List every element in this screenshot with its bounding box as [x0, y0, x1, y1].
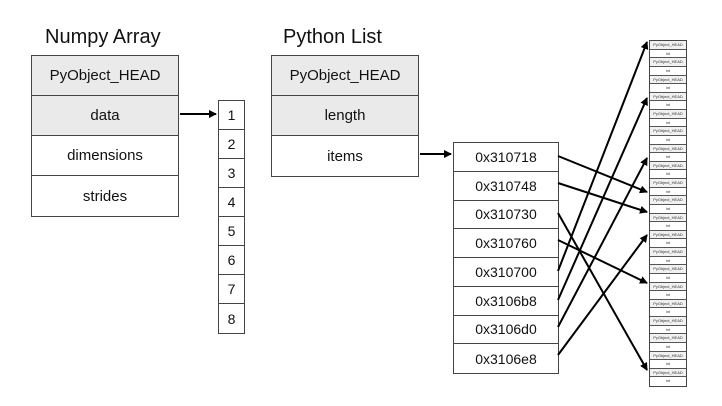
list-field-length: length — [272, 96, 418, 136]
object-value-cell: int — [650, 239, 686, 248]
pointer-cell: 0x310730 — [454, 200, 558, 230]
object-head-cell: PyObject_HEAD — [650, 110, 686, 119]
object-head-cell: PyObject_HEAD — [650, 299, 686, 309]
object-pointer-arrow — [557, 234, 648, 356]
object-pointer-arrow — [557, 155, 648, 194]
object-value-cell: int — [650, 360, 686, 369]
object-value-cell: int — [650, 308, 686, 317]
data-buffer-cell: 6 — [219, 246, 244, 275]
object-value-cell: int — [650, 84, 686, 93]
object-head-cell: PyObject_HEAD — [650, 127, 686, 136]
object-value-cell: int — [650, 291, 686, 300]
object-head-cell: PyObject_HEAD — [650, 317, 686, 326]
list-field-items: items — [272, 136, 418, 176]
data-buffer-cell: 4 — [219, 188, 244, 217]
object-value-cell: int — [650, 188, 686, 197]
object-value-cell: int — [650, 67, 686, 76]
object-head-cell: PyObject_HEAD — [650, 144, 686, 154]
object-value-cell: int — [650, 136, 686, 145]
data-buffer-cell: 7 — [219, 275, 244, 304]
pointer-cell: 0x310700 — [454, 258, 558, 287]
data-buffer-cell: 5 — [219, 217, 244, 246]
object-value-cell: int — [650, 257, 686, 266]
python-list-struct: PyObject_HEAD length items — [271, 55, 419, 177]
data-buffer-cell: 3 — [219, 159, 244, 188]
data-buffer-cell: 8 — [219, 304, 244, 333]
object-head-cell: PyObject_HEAD — [650, 248, 686, 257]
numpy-array-title: Numpy Array — [45, 26, 161, 48]
pointer-cell: 0x310760 — [454, 229, 558, 258]
data-buffer-cell: 1 — [219, 101, 244, 130]
object-head-cell: PyObject_HEAD — [650, 213, 686, 223]
object-pointer-arrow — [557, 182, 648, 214]
object-value-cell: int — [650, 153, 686, 162]
numpy-field-dimensions: dimensions — [32, 136, 178, 176]
object-pointer-arrow — [557, 97, 648, 301]
pointer-array: 0x310718 0x310748 0x310730 0x310760 0x31… — [453, 142, 559, 374]
numpy-field-strides: strides — [32, 176, 178, 216]
pointer-cell: 0x310718 — [454, 143, 558, 172]
object-pointer-arrow — [557, 239, 648, 284]
data-buffer-cell: 2 — [219, 130, 244, 159]
object-head-cell: PyObject_HEAD — [650, 92, 686, 102]
object-value-cell: int — [650, 343, 686, 352]
object-head-cell: PyObject_HEAD — [650, 161, 686, 171]
pointer-cell: 0x3106d0 — [454, 315, 558, 345]
object-head-cell: PyObject_HEAD — [650, 179, 686, 188]
numpy-field-pyobject-head: PyObject_HEAD — [32, 56, 178, 96]
object-value-cell: int — [650, 222, 686, 231]
numpy-array-struct: PyObject_HEAD data dimensions strides — [31, 55, 179, 217]
pointer-cell: 0x310748 — [454, 171, 558, 201]
pointer-cell: 0x3106e8 — [454, 344, 558, 373]
object-head-cell: PyObject_HEAD — [650, 351, 686, 361]
object-value-cell: int — [650, 50, 686, 59]
object-head-cell: PyObject_HEAD — [650, 196, 686, 205]
object-head-cell: PyObject_HEAD — [650, 282, 686, 292]
list-field-pyobject-head: PyObject_HEAD — [272, 56, 418, 96]
object-head-cell: PyObject_HEAD — [650, 75, 686, 85]
object-head-cell: PyObject_HEAD — [650, 265, 686, 274]
object-value-cell: int — [650, 274, 686, 283]
object-pointer-arrow — [557, 212, 648, 371]
numpy-field-data: data — [32, 96, 178, 136]
object-value-cell: int — [650, 170, 686, 179]
data-buffer: 1 2 3 4 5 6 7 8 — [218, 100, 245, 334]
object-head-cell: PyObject_HEAD — [650, 230, 686, 240]
pointer-cell: 0x3106b8 — [454, 286, 558, 316]
object-pointer-arrow — [557, 41, 649, 272]
object-head-cell: PyObject_HEAD — [650, 41, 686, 50]
object-pointer-arrow — [557, 157, 648, 328]
object-value-cell: int — [650, 326, 686, 335]
object-value-cell: int — [650, 119, 686, 128]
object-value-cell: int — [665, 378, 671, 384]
object-head-cell: PyObject_HEAD — [650, 58, 686, 67]
object-head-cell: PyObject_HEAD — [650, 334, 686, 343]
python-list-title: Python List — [283, 26, 382, 48]
object-value-cell: int — [650, 205, 686, 214]
object-head-cell: PyObject_HEAD — [650, 368, 686, 378]
object-value-cell: int — [650, 101, 686, 110]
